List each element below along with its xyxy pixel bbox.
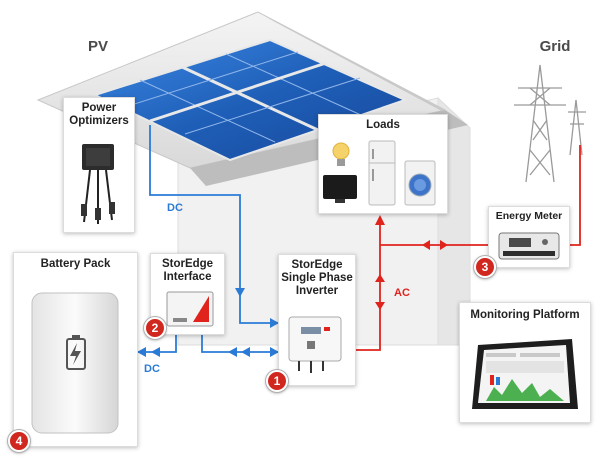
energy-meter-box[interactable]: Energy Meter [488, 206, 570, 268]
badge-battery: 4 [8, 430, 30, 452]
ac-arrows [375, 215, 448, 310]
dc-label-bottom: DC [144, 363, 160, 375]
grid-label: Grid [539, 38, 571, 55]
battery-pack-label: Battery Pack [40, 258, 111, 270]
inverter-icon [288, 316, 342, 373]
appliances-icon [323, 140, 436, 206]
transmission-tower-icon [514, 64, 586, 183]
inverter-box[interactable]: StorEdge Single Phase Inverter [278, 254, 356, 386]
power-optimizer-icon [81, 144, 115, 224]
power-optimizers-box[interactable]: Power Optimizers [63, 97, 135, 233]
dc-wire-optimizers [149, 125, 241, 295]
battery-pack-icon [31, 292, 119, 434]
storedge-interface-label: StorEdge Interface [161, 258, 214, 284]
energy-meter-label: Energy Meter [495, 210, 563, 222]
inverter-label: StorEdge Single Phase Inverter [281, 259, 353, 298]
storedge-interface-icon [166, 291, 214, 327]
monitoring-platform-label: Monitoring Platform [470, 309, 580, 321]
energy-meter-icon [498, 232, 560, 260]
dc-label-top: DC [167, 202, 183, 214]
dc-wire-battery [138, 333, 177, 353]
battery-pack-box[interactable]: Battery Pack [13, 252, 138, 447]
badge-inverter: 1 [266, 370, 288, 392]
loads-box[interactable]: Loads [318, 114, 448, 214]
dc-wire-pv-inverter [239, 295, 278, 324]
monitoring-platform-box[interactable]: Monitoring Platform [459, 302, 591, 423]
ac-wire-grid [568, 145, 581, 246]
badge-meter: 3 [474, 256, 496, 278]
loads-label: Loads [366, 119, 400, 131]
tablet-dashboard-icon [472, 339, 578, 409]
dc-arrows [137, 288, 279, 357]
solar-panel-array [92, 38, 408, 162]
badge-interface: 2 [144, 317, 166, 339]
ac-wire-inverter [352, 220, 381, 351]
pv-label: PV [87, 38, 108, 55]
ac-label: AC [394, 287, 410, 299]
power-optimizers-label: Power Optimizers [69, 102, 129, 128]
